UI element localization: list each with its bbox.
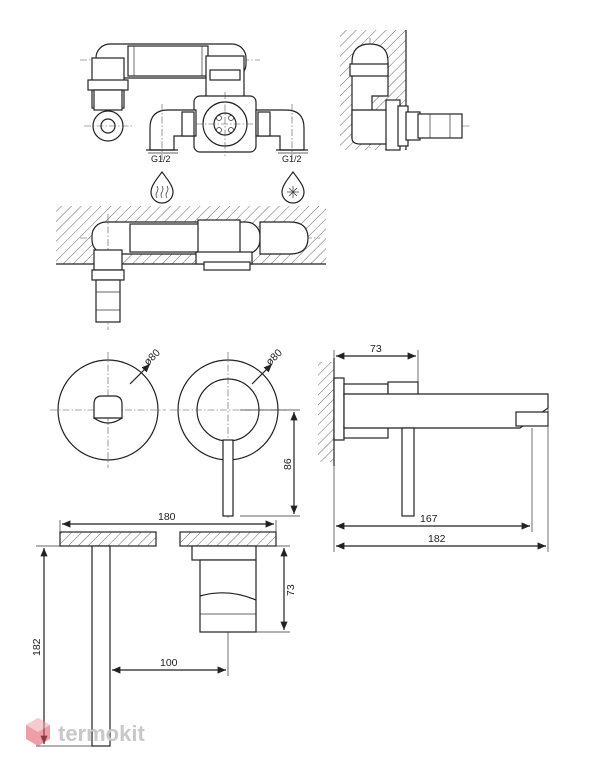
brand-watermark-text: termokit [58, 721, 145, 746]
mixer-section-view [36, 520, 290, 747]
brand-logo-icon [26, 718, 50, 746]
cold-water-icon [281, 171, 305, 204]
concealed-body-front-view [80, 43, 308, 160]
wall-depth-dimension: 73 [370, 343, 382, 355]
hot-water-icon [150, 171, 174, 204]
spout-height-dimension: 182 [31, 638, 43, 656]
spout-projection-inner-dimension: 167 [420, 513, 438, 525]
plate-spacing-dimension: 180 [158, 511, 176, 523]
handle-rosette-view [170, 352, 300, 518]
spout-projection-total-dimension: 182 [428, 533, 446, 545]
front-plate-diameter: ø80 [142, 347, 163, 368]
handle-height-dimension: 86 [282, 458, 294, 470]
cold-inlet-thread-label: G1/2 [282, 154, 302, 164]
handle-plate-diameter: ø80 [264, 347, 285, 368]
hot-inlet-thread-label: G1/2 [151, 154, 171, 164]
body-depth-dimension: 73 [285, 584, 297, 596]
mixer-side-profile [318, 350, 549, 552]
spout-rosette-view [50, 352, 166, 468]
concealed-body-top-view [56, 206, 326, 330]
spout-offset-dimension: 100 [160, 657, 178, 669]
concealed-body-side-view [340, 30, 470, 151]
